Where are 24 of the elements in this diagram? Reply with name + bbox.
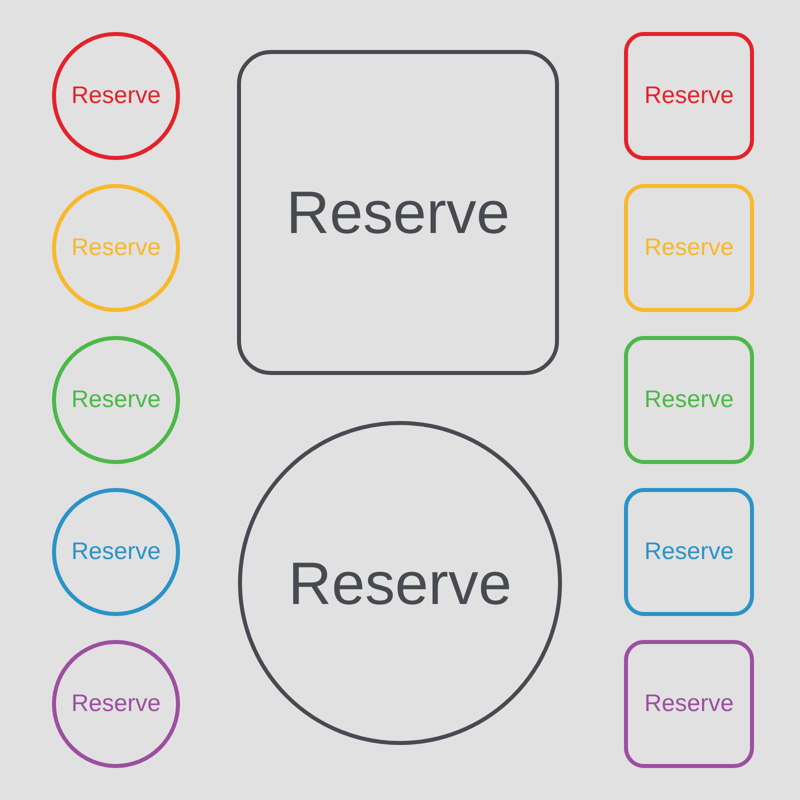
circle-badge xyxy=(52,336,180,464)
circle-badge xyxy=(52,32,180,160)
badge-text: Reserve xyxy=(644,234,734,262)
badge-text: Reserve xyxy=(71,82,161,110)
circle-badge xyxy=(52,184,180,312)
badge-text: Reserve xyxy=(288,548,512,618)
badge-text: Reserve xyxy=(71,690,161,718)
rounded-square-badge xyxy=(624,336,754,464)
rounded-square-badge xyxy=(624,488,754,616)
circle-badge xyxy=(52,488,180,616)
rounded-square-badge xyxy=(624,32,754,160)
badge-text: Reserve xyxy=(644,386,734,414)
badge-text: Reserve xyxy=(286,178,510,247)
badge-text: Reserve xyxy=(71,538,161,566)
circle-badge xyxy=(238,421,562,745)
rounded-square-badge xyxy=(624,184,754,312)
rounded-square-badge xyxy=(624,640,754,768)
badge-text: Reserve xyxy=(644,538,734,566)
circle-badge xyxy=(52,640,180,768)
badge-text: Reserve xyxy=(644,82,734,110)
badge-text: Reserve xyxy=(644,690,734,718)
badge-text: Reserve xyxy=(71,234,161,262)
rounded-square-badge xyxy=(237,50,559,375)
badge-text: Reserve xyxy=(71,386,161,414)
